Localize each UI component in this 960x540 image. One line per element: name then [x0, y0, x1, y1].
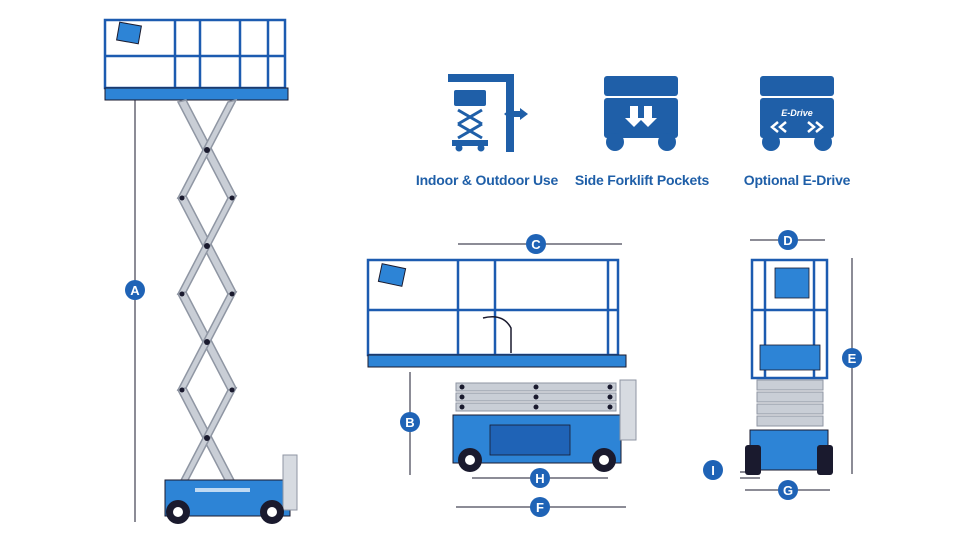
marker-c-label: C	[531, 237, 541, 252]
marker-e-label: E	[848, 351, 857, 366]
marker-i-label: I	[711, 463, 715, 478]
marker-b-label: B	[405, 415, 414, 430]
e-drive-badge: E-Drive	[781, 108, 813, 118]
marker-f: F	[530, 497, 550, 517]
marker-h-label: H	[535, 471, 544, 486]
extended-lift-view	[103, 18, 298, 524]
dimension-markers: A B C D E F G H I	[125, 230, 862, 517]
marker-b: B	[400, 412, 420, 432]
indoor-outdoor-icon	[446, 72, 528, 159]
marker-a-label: A	[130, 283, 140, 298]
feature-label-indoor-outdoor: Indoor & Outdoor Use	[415, 172, 559, 188]
marker-d-label: D	[783, 233, 792, 248]
marker-g: G	[778, 480, 798, 500]
forklift-pockets-icon	[600, 72, 682, 159]
feature-label-e-drive: Optional E-Drive	[743, 172, 851, 188]
marker-h: H	[530, 468, 550, 488]
marker-f-label: F	[536, 500, 544, 515]
stowed-side-view	[366, 243, 637, 508]
marker-a: A	[125, 280, 145, 300]
marker-d: D	[778, 230, 798, 250]
marker-c: C	[526, 234, 546, 254]
feature-label-forklift-pockets: Side Forklift Pockets	[574, 172, 710, 188]
marker-e: E	[842, 348, 862, 368]
marker-g-label: G	[783, 483, 793, 498]
marker-i: I	[703, 460, 723, 480]
front-view	[740, 239, 853, 491]
e-drive-icon: E-Drive	[756, 72, 838, 159]
